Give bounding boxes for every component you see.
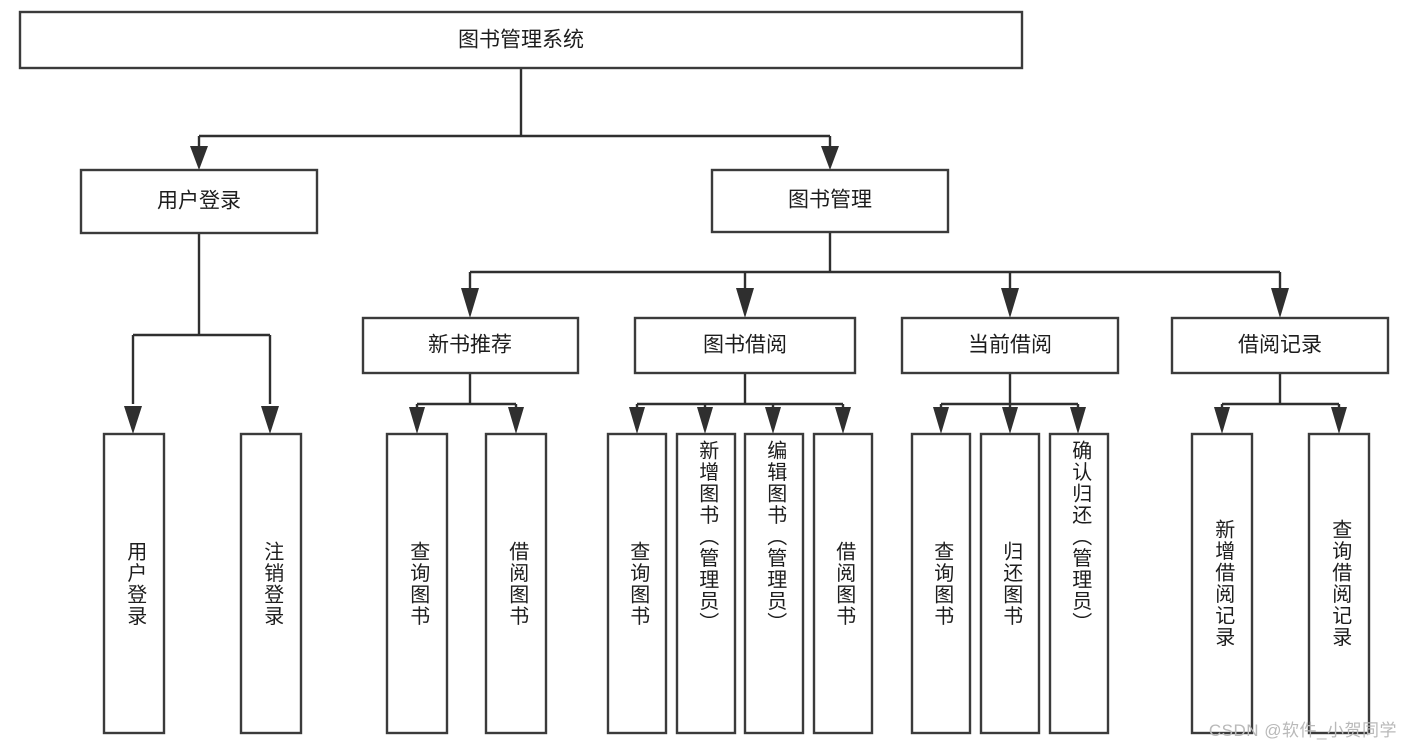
leaf-edit-book-label-wrap: 编辑图书（管理员） <box>745 434 803 733</box>
leaf-query-record-label-wrap: 查询借阅记录 <box>1309 434 1369 733</box>
leaf-query-record-label: 查询借阅记录 <box>1328 519 1351 648</box>
arrow-to-leaf-add-record <box>1214 407 1230 434</box>
arrow-to-leaf-query-book-2 <box>629 407 645 434</box>
leaf-query-book-2-label: 查询图书 <box>626 540 649 627</box>
leaf-layer <box>102 432 1371 735</box>
arrow-to-book-borrow <box>736 288 754 318</box>
node-current-borrow-label: 当前借阅 <box>968 334 1052 357</box>
node-book-management[interactable]: 图书管理 <box>710 168 950 234</box>
leaf-query-book-3-label: 查询图书 <box>930 540 953 627</box>
leaf-add-record-box[interactable] <box>1190 432 1254 735</box>
node-book-borrow-box[interactable] <box>633 316 857 375</box>
node-borrow-record[interactable]: 借阅记录 <box>1170 316 1390 375</box>
node-book-management-label: 图书管理 <box>788 189 872 212</box>
leaf-query-book-2-box[interactable] <box>606 432 668 735</box>
node-new-book-recommend-box[interactable] <box>361 316 580 375</box>
arrow-to-leaf-user-login <box>124 406 142 434</box>
leaf-user-logout-label: 注销登录 <box>260 540 283 627</box>
arrow-to-leaf-user-logout <box>261 406 279 434</box>
node-root[interactable]: 图书管理系统 <box>18 10 1024 70</box>
arrow-root-to-user-login <box>190 146 208 170</box>
leaf-confirm-return-label-wrap: 确认归还（管理员） <box>1050 434 1108 733</box>
leaf-borrow-book-2-box[interactable] <box>812 432 874 735</box>
leaf-add-record-label: 新增借阅记录 <box>1211 519 1234 648</box>
arrow-to-leaf-query-book-3 <box>933 407 949 434</box>
arrow-to-leaf-borrow-book-2 <box>835 407 851 434</box>
leaf-add-book-label: 新增图书（管理员） <box>695 440 718 634</box>
node-user-login-label: 用户登录 <box>157 190 241 213</box>
node-user-login[interactable]: 用户登录 <box>79 168 319 235</box>
arrow-to-leaf-borrow-book-1 <box>508 407 524 434</box>
node-user-login-box[interactable] <box>79 168 319 235</box>
node-root-box[interactable] <box>18 10 1024 70</box>
leaf-borrow-book-2-label-wrap: 借阅图书 <box>814 434 872 733</box>
leaf-query-book-2-label-wrap: 查询图书 <box>608 434 666 733</box>
leaf-query-book-1-box[interactable] <box>385 432 449 735</box>
leaf-query-book-1-label-wrap: 查询图书 <box>387 434 447 733</box>
leaf-user-login-label: 用户登录 <box>123 540 146 627</box>
leaf-add-record-label-wrap: 新增借阅记录 <box>1192 434 1252 733</box>
leaf-return-book-label-wrap: 归还图书 <box>981 434 1039 733</box>
node-current-borrow[interactable]: 当前借阅 <box>900 316 1120 375</box>
node-book-borrow-label: 图书借阅 <box>703 334 787 357</box>
arrow-to-leaf-query-book-1 <box>409 407 425 434</box>
node-root-label: 图书管理系统 <box>458 29 584 52</box>
leaf-confirm-return-box[interactable] <box>1048 432 1110 735</box>
arrow-to-leaf-query-record <box>1331 407 1347 434</box>
arrow-to-borrow-record <box>1271 288 1289 318</box>
leaf-user-login-box[interactable] <box>102 432 166 735</box>
node-book-borrow[interactable]: 图书借阅 <box>633 316 857 375</box>
leaf-user-logout-box[interactable] <box>239 432 303 735</box>
connector-layer <box>124 68 1347 434</box>
leaf-borrow-book-1-label-wrap: 借阅图书 <box>486 434 546 733</box>
leaf-user-login-label-wrap: 用户登录 <box>104 434 164 733</box>
leaf-user-logout-label-wrap: 注销登录 <box>241 434 301 733</box>
leaf-add-book-label-wrap: 新增图书（管理员） <box>677 434 735 733</box>
leaf-edit-book-label: 编辑图书（管理员） <box>763 440 786 634</box>
leaf-borrow-book-1-box[interactable] <box>484 432 548 735</box>
arrow-to-leaf-edit-book <box>765 407 781 434</box>
leaf-query-record-box[interactable] <box>1307 432 1371 735</box>
leaf-add-book-box[interactable] <box>675 432 737 735</box>
arrow-to-current-borrow <box>1001 288 1019 318</box>
arrow-to-new-book-recommend <box>461 288 479 318</box>
node-new-book-recommend-label: 新书推荐 <box>428 334 512 357</box>
leaf-query-book-1-label: 查询图书 <box>406 540 429 627</box>
node-borrow-record-box[interactable] <box>1170 316 1390 375</box>
node-new-book-recommend[interactable]: 新书推荐 <box>361 316 580 375</box>
node-current-borrow-box[interactable] <box>900 316 1120 375</box>
arrow-to-leaf-return-book <box>1002 407 1018 434</box>
leaf-borrow-book-2-label: 借阅图书 <box>832 540 855 627</box>
node-borrow-record-label: 借阅记录 <box>1238 334 1322 357</box>
leaf-return-book-box[interactable] <box>979 432 1041 735</box>
leaf-borrow-book-1-label: 借阅图书 <box>505 540 528 627</box>
leaf-query-book-3-label-wrap: 查询图书 <box>912 434 970 733</box>
arrow-to-leaf-confirm-return <box>1070 407 1086 434</box>
arrow-to-leaf-add-book <box>697 407 713 434</box>
arrow-root-to-book-management <box>821 146 839 170</box>
leaf-edit-book-box[interactable] <box>743 432 805 735</box>
leaf-confirm-return-label: 确认归还（管理员） <box>1068 440 1091 634</box>
leaf-query-book-3-box[interactable] <box>910 432 972 735</box>
leaf-return-book-label: 归还图书 <box>999 540 1022 627</box>
node-book-management-box[interactable] <box>710 168 950 234</box>
csdn-watermark: CSDN @软件_小贺同学 <box>1208 721 1397 740</box>
